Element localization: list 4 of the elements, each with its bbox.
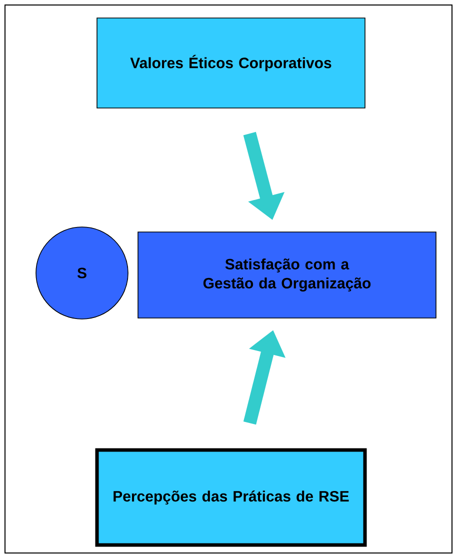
process-box: Percepções das Práticas de RSE xyxy=(95,448,367,547)
process-box: Satisfação com a Gestão da Organização xyxy=(138,232,436,318)
circle-node: S xyxy=(36,226,128,320)
process-box: Valores Éticos Corporativos xyxy=(96,18,366,108)
